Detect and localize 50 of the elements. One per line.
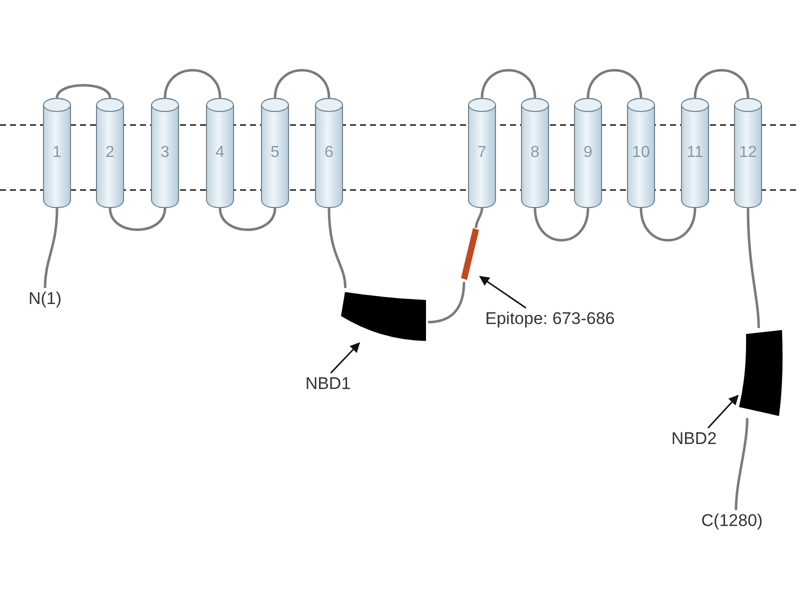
epitope-segment [460, 228, 480, 282]
helix-number: 12 [739, 144, 757, 162]
helix-cylinder [734, 98, 762, 208]
helix-cylinder [261, 98, 289, 208]
helix-number: 10 [632, 144, 650, 162]
helix-number: 8 [530, 144, 540, 162]
peptide-chain-line [44, 208, 58, 288]
helix-cylinder [627, 98, 655, 208]
helix-cylinder [43, 98, 71, 208]
annotation-label: NBD1 [300, 373, 356, 395]
annotation-label: C(1280) [692, 510, 772, 532]
leader-arrow [330, 342, 360, 374]
leader-arrow [479, 276, 526, 309]
helix-cylinder [151, 98, 179, 208]
annotation-label: NBD2 [666, 428, 722, 450]
helix-cylinder [681, 98, 709, 208]
helix-number: 7 [478, 144, 486, 162]
helix-number: 9 [584, 144, 592, 162]
domain-block [738, 328, 784, 418]
helix-cylinder [206, 98, 234, 208]
peptide-chain-line [274, 69, 330, 98]
peptide-chain-line [640, 208, 696, 242]
peptide-chain-line [734, 418, 748, 510]
peptide-chain-line [480, 69, 536, 98]
helix-cylinder [96, 98, 124, 208]
peptide-chain-line [586, 69, 642, 98]
peptide-chain-line [474, 208, 484, 228]
annotation-label: N(1) [22, 288, 68, 310]
peptide-chain-line [534, 208, 590, 242]
annotation-label: Epitope: 673-686 [470, 308, 630, 330]
peptide-chain-line [746, 208, 760, 328]
helix-cylinder [315, 98, 343, 208]
helix-number: 2 [106, 144, 114, 162]
helix-number: 11 [686, 144, 704, 162]
helix-number: 5 [270, 144, 280, 162]
helix-number: 3 [160, 144, 170, 162]
helix-cylinder [574, 98, 602, 208]
peptide-chain-line [428, 282, 466, 324]
peptide-chain-line [164, 69, 222, 98]
helix-number: 6 [324, 144, 334, 162]
peptide-chain-line [218, 208, 276, 231]
helix-number: 4 [216, 144, 224, 162]
helix-cylinder [468, 98, 496, 208]
peptide-chain-line [694, 69, 750, 98]
peptide-chain-line [328, 208, 347, 288]
peptide-chain-line [56, 84, 112, 98]
peptide-chain-line [108, 208, 166, 231]
leader-arrow [707, 394, 739, 428]
helix-number: 1 [52, 144, 62, 162]
helix-cylinder [521, 98, 549, 208]
